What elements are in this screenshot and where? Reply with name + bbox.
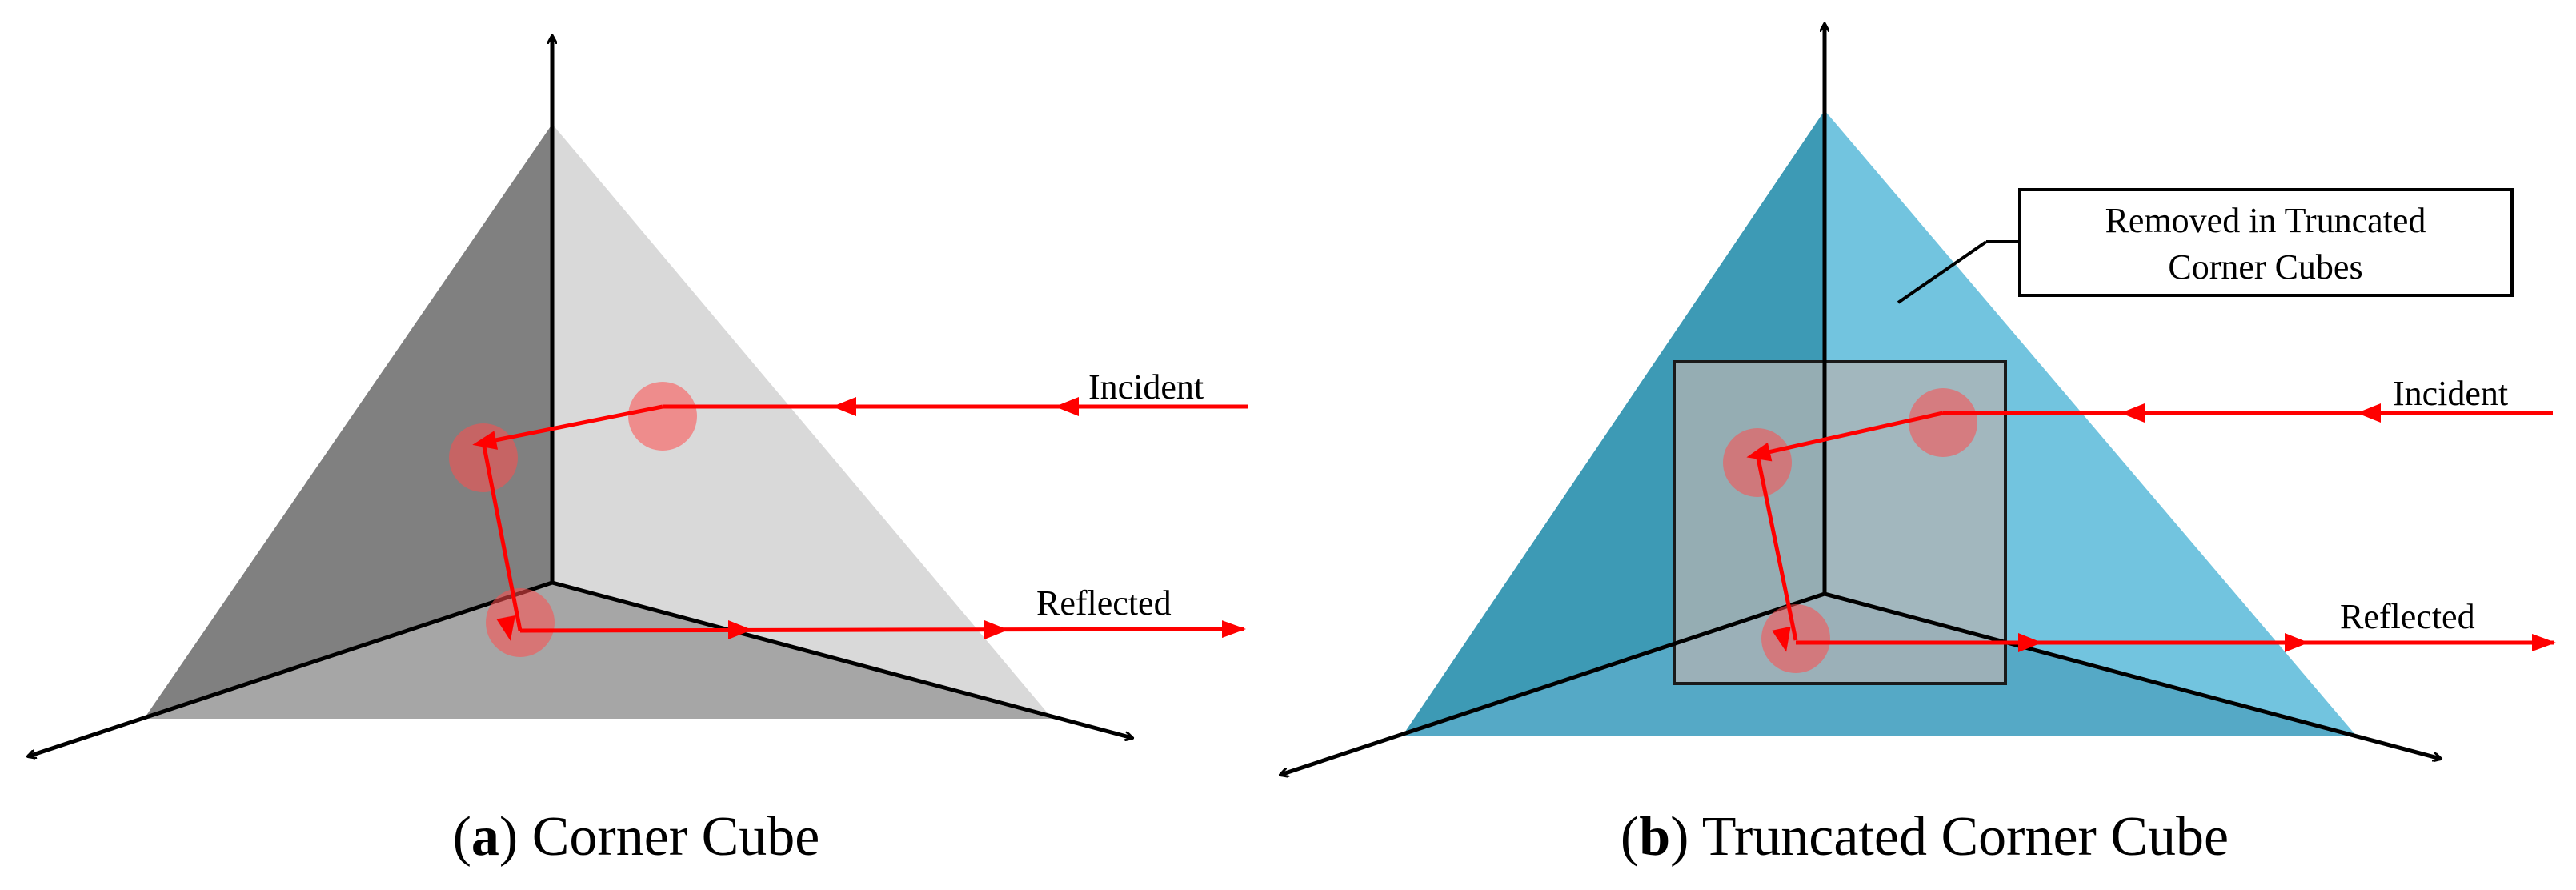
panel-a-axis-right bbox=[551, 580, 1132, 738]
panel-b-reflected-arrowhead-2 bbox=[2285, 633, 2309, 652]
panel-b-reflected-label: Reflected bbox=[2340, 597, 2475, 636]
panel-b-caption-letter: b bbox=[1639, 806, 1670, 868]
panel-a-incident-label: Incident bbox=[1088, 367, 1204, 407]
panel-b-caption: (b) Truncated Corner Cube bbox=[1621, 806, 2229, 868]
panel-a-axis-left bbox=[28, 580, 553, 756]
panel-b-reflected-arrowhead-1 bbox=[2018, 633, 2042, 652]
panel-b-caption-text: Truncated Corner Cube bbox=[1702, 806, 2229, 868]
panel-a-caption-letter: a bbox=[471, 806, 499, 868]
panel-b-callout-line1: Removed in Truncated bbox=[2105, 201, 2426, 240]
panel-b-reflection-spot-1 bbox=[1909, 388, 1977, 457]
panel-a-reflection-spot-2 bbox=[449, 423, 518, 492]
panel-a-caption-text: Corner Cube bbox=[532, 806, 820, 868]
panel-b-incident-arrowhead-2 bbox=[2121, 403, 2145, 423]
panel-a-reflected-arrowhead-1 bbox=[728, 620, 752, 639]
panel-a-internal-arrowhead-2 bbox=[496, 615, 515, 641]
panel-b-callout-box bbox=[2018, 188, 2514, 297]
panel-a-internal-arrowhead-1 bbox=[472, 431, 499, 450]
panel-a-bottom-face bbox=[144, 583, 1052, 719]
panel-a-incident-arrowhead-2 bbox=[832, 397, 856, 416]
panel-b-axis-left bbox=[1280, 591, 1825, 775]
panel-a-reflection-spot-1 bbox=[628, 382, 697, 451]
panel-a-left-face bbox=[144, 124, 552, 719]
panel-a-right-face bbox=[552, 124, 1052, 719]
panel-a-reflected-ray bbox=[519, 620, 1246, 639]
panel-b-incident-arrowhead-1 bbox=[2357, 403, 2381, 423]
panel-b-callout-line2: Corner Cubes bbox=[2168, 247, 2362, 287]
panel-a-incident-arrowhead-1 bbox=[1055, 397, 1079, 416]
panel-b-incident-label: Incident bbox=[2393, 374, 2508, 413]
panel-a: Incident Reflected (a) Corner Cube bbox=[28, 36, 1248, 868]
panel-b-internal-arrowhead-1 bbox=[1746, 442, 1773, 462]
panel-b-axis-right bbox=[1824, 591, 2441, 759]
panel-b: Incident Reflected Removed in Truncated … bbox=[1280, 24, 2556, 868]
panel-b-internal-arrowhead-2 bbox=[1772, 626, 1791, 652]
panel-a-reflected-arrowhead-2 bbox=[984, 620, 1008, 639]
panel-a-caption: (a) Corner Cube bbox=[453, 806, 820, 868]
panel-b-callout-leader bbox=[1897, 240, 1988, 304]
panel-a-reflected-label: Reflected bbox=[1036, 583, 1172, 623]
